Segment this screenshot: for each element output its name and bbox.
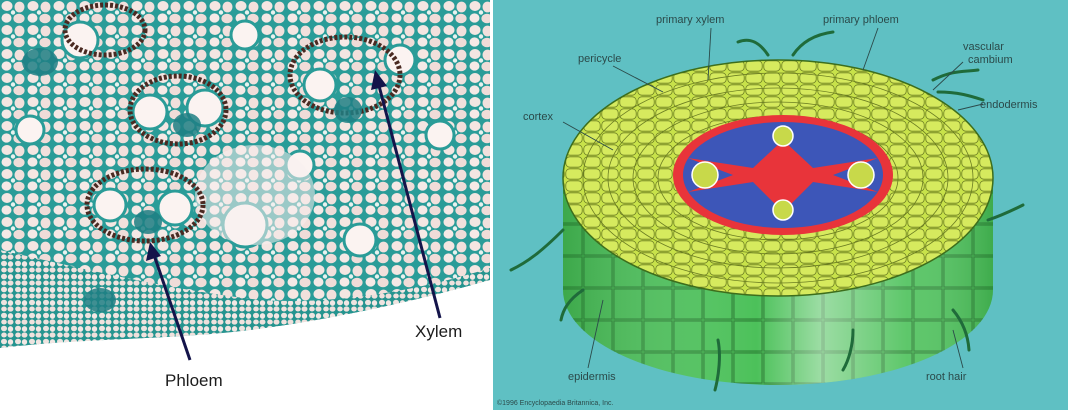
phloem-strand-left — [692, 162, 718, 188]
label-epidermis: epidermis — [568, 371, 616, 383]
label-vascular-cambium-line2: cambium — [968, 54, 1013, 66]
label-root-hair: root hair — [926, 371, 967, 383]
label-primary-xylem: primary xylem — [656, 14, 724, 26]
phloem-strand-top — [773, 126, 793, 146]
phloem-strand-bottom — [773, 200, 793, 220]
label-pericycle: pericycle — [578, 53, 621, 65]
root-structure-diagram: primary xylem primary phloem pericycle v… — [493, 0, 1068, 410]
root-micrograph: Phloem Xylem — [0, 0, 490, 410]
phloem-label: Phloem — [165, 371, 223, 390]
root-structure-diagram-panel: primary xylem primary phloem pericycle v… — [493, 0, 1068, 410]
label-cortex: cortex — [523, 111, 553, 123]
label-endodermis: endodermis — [980, 99, 1038, 111]
phloem-strand-right — [848, 162, 874, 188]
label-primary-phloem: primary phloem — [823, 14, 899, 26]
xylem-label: Xylem — [415, 322, 462, 341]
copyright-credit: ©1996 Encyclopaedia Britannica, Inc. — [497, 399, 614, 407]
root-micrograph-panel: Phloem Xylem — [0, 0, 490, 410]
pale-region — [195, 145, 315, 245]
vascular-cylinder — [673, 115, 893, 235]
label-vascular-cambium-line1: vascular — [963, 41, 1004, 53]
